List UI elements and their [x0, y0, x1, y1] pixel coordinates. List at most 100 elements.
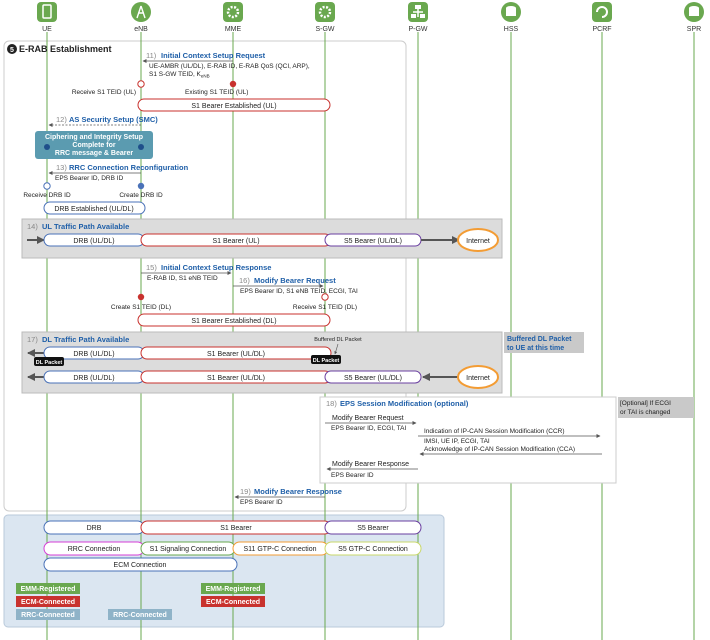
svg-text:Buffered DL Packet: Buffered DL Packet: [314, 337, 362, 343]
svg-text:RRC Connection: RRC Connection: [68, 546, 121, 553]
svg-text:RRC-Connected: RRC-Connected: [21, 612, 75, 619]
svg-text:S5 GTP-C Connection: S5 GTP-C Connection: [338, 546, 408, 553]
svg-text:DRB Established (UL/DL): DRB Established (UL/DL): [54, 206, 133, 213]
svg-text:19): 19): [240, 487, 251, 496]
svg-text:16): 16): [239, 276, 250, 285]
step-17: 17) DL Traffic Path Available Buffered D…: [21, 331, 584, 394]
svg-text:RRC Connection Reconfiguration: RRC Connection Reconfiguration: [69, 163, 189, 172]
svg-text:Create DRB ID: Create DRB ID: [119, 192, 163, 199]
svg-text:Modify Bearer Request: Modify Bearer Request: [254, 276, 336, 285]
svg-text:Initial Context Setup Response: Initial Context Setup Response: [161, 263, 271, 272]
svg-text:ECM-Connected: ECM-Connected: [21, 599, 75, 606]
svg-text:12): 12): [56, 115, 67, 124]
entity-label-pcrf: PCRF: [592, 26, 611, 33]
svg-text:18): 18): [326, 399, 337, 408]
svg-text:S1 Bearer: S1 Bearer: [220, 525, 252, 532]
entity-label-pgw: P-GW: [408, 26, 427, 33]
summary-bearers: DRB S1 Bearer S5 Bearer RRC Connection S…: [16, 520, 422, 620]
section-title: E-RAB Establishment: [19, 44, 112, 54]
step-11: 11) Initial Context Setup Request UE-AMB…: [72, 51, 331, 112]
phone-icon: [37, 2, 57, 22]
svg-text:11): 11): [146, 51, 157, 60]
entity-label-ue: UE: [42, 26, 52, 33]
svg-text:EPS Bearer ID: EPS Bearer ID: [240, 499, 283, 506]
svg-text:DL Packet: DL Packet: [36, 360, 63, 366]
svg-text:S1 Bearer (UL/DL): S1 Bearer (UL/DL): [207, 351, 265, 358]
recycle-icon: [592, 2, 612, 22]
step-19: 19) Modify Bearer Response EPS Bearer ID: [234, 487, 342, 506]
svg-text:DRB (UL/DL): DRB (UL/DL): [73, 351, 114, 358]
svg-text:S1 Bearer (UL/DL): S1 Bearer (UL/DL): [207, 375, 265, 382]
svg-text:Ciphering and Integrity Setup: Ciphering and Integrity Setup: [45, 134, 143, 141]
entity-label-sgw: S-GW: [315, 26, 334, 33]
svg-text:13): 13): [56, 163, 67, 172]
entity-label-mme: MME: [225, 26, 242, 33]
svg-text:Receive S1 TEID (UL): Receive S1 TEID (UL): [72, 89, 136, 96]
svg-text:EPS Bearer ID, ECGI, TAI: EPS Bearer ID, ECGI, TAI: [331, 425, 406, 432]
section-number: 5: [10, 47, 14, 54]
svg-text:UE-AMBR (UL/DL), E-RAB ID, E-R: UE-AMBR (UL/DL), E-RAB ID, E-RAB QoS (QC…: [149, 63, 310, 70]
svg-text:DL Packet: DL Packet: [313, 358, 340, 364]
svg-text:S5 Bearer (UL/DL): S5 Bearer (UL/DL): [344, 375, 402, 382]
svg-text:Acknowledge of IP-CAN Session: Acknowledge of IP-CAN Session Modificati…: [424, 446, 575, 453]
svg-text:14): 14): [27, 222, 38, 231]
section-number-badge: [7, 44, 17, 54]
svg-text:to UE at this time: to UE at this time: [507, 345, 564, 352]
svg-text:DRB: DRB: [87, 525, 102, 532]
entity-label-enb: eNB: [134, 26, 148, 33]
svg-text:S11 GTP-C Connection: S11 GTP-C Connection: [243, 546, 316, 553]
entity-headers: UE eNB MME S-GW P-GW HSS PCRF SPR: [37, 2, 704, 33]
svg-text:RRC message & Bearer: RRC message & Bearer: [55, 150, 133, 157]
entity-label-spr: SPR: [687, 26, 701, 33]
database-icon: [501, 2, 521, 22]
svg-text:Complete for: Complete for: [72, 142, 115, 149]
svg-text:DL Traffic Path Available: DL Traffic Path Available: [42, 335, 129, 344]
step-14: 14) UL Traffic Path Available DRB (UL/DL…: [21, 218, 503, 259]
svg-text:EMM-Registered: EMM-Registered: [21, 586, 76, 593]
svg-text:15): 15): [146, 263, 157, 272]
svg-text:Existing S1 TEID (UL): Existing S1 TEID (UL): [185, 89, 248, 96]
svg-text:DRB (UL/DL): DRB (UL/DL): [73, 375, 114, 382]
svg-text:UL Traffic Path Available: UL Traffic Path Available: [42, 222, 129, 231]
database-icon: [684, 2, 704, 22]
svg-text:EPS Bearer ID, DRB ID: EPS Bearer ID, DRB ID: [55, 175, 124, 182]
svg-text:EMM-Registered: EMM-Registered: [206, 586, 261, 593]
svg-text:S1 Signaling Connection: S1 Signaling Connection: [150, 546, 227, 553]
step-12: 12) AS Security Setup (SMC) Ciphering an…: [35, 115, 158, 159]
svg-text:17): 17): [27, 335, 38, 344]
svg-text:Indication of IP-CAN Session M: Indication of IP-CAN Session Modificatio…: [424, 428, 565, 435]
svg-text:[Optional] If ECGI: [Optional] If ECGI: [620, 400, 671, 407]
gear-icon: [315, 2, 335, 22]
svg-text:Internet: Internet: [466, 238, 490, 245]
svg-text:S5 Bearer: S5 Bearer: [357, 525, 389, 532]
step-13: 13) RRC Connection Reconfiguration EPS B…: [23, 163, 189, 215]
svg-text:EPS Bearer ID: EPS Bearer ID: [331, 472, 374, 479]
svg-text:Buffered DL Packet: Buffered DL Packet: [507, 336, 572, 343]
svg-text:E-RAB ID, S1 eNB TEID: E-RAB ID, S1 eNB TEID: [147, 275, 218, 282]
svg-text:DRB (UL/DL): DRB (UL/DL): [73, 238, 114, 245]
svg-text:or TAI is changed: or TAI is changed: [620, 409, 671, 416]
svg-text:IMSI, UE IP, ECGI, TAI: IMSI, UE IP, ECGI, TAI: [424, 438, 490, 445]
svg-text:S1 Bearer Established (UL): S1 Bearer Established (UL): [191, 103, 276, 110]
svg-text:ECM Connection: ECM Connection: [114, 562, 167, 569]
svg-text:Modify Bearer Response: Modify Bearer Response: [254, 487, 342, 496]
svg-text:RRC-Connected: RRC-Connected: [113, 612, 167, 619]
svg-text:ECM-Connected: ECM-Connected: [206, 599, 260, 606]
svg-text:S5 Bearer (UL/DL): S5 Bearer (UL/DL): [344, 238, 402, 245]
network-icon: [408, 2, 428, 22]
gear-icon: [223, 2, 243, 22]
svg-text:S1 Bearer (UL): S1 Bearer (UL): [212, 238, 259, 245]
svg-text:S1 S-GW TEID, KeNB: S1 S-GW TEID, KeNB: [149, 71, 210, 79]
svg-text:Initial Context Setup Request: Initial Context Setup Request: [161, 51, 266, 60]
svg-text:EPS Session Modification (opti: EPS Session Modification (optional): [340, 399, 469, 408]
svg-text:S1 Bearer Established (DL): S1 Bearer Established (DL): [191, 318, 276, 325]
svg-text:EPS Bearer ID, S1 eNB TEID, EC: EPS Bearer ID, S1 eNB TEID, ECGI, TAI: [240, 288, 358, 295]
svg-text:Modify Bearer Request: Modify Bearer Request: [332, 415, 404, 422]
svg-text:Create S1 TEID (DL): Create S1 TEID (DL): [111, 304, 171, 311]
step-18: 18) EPS Session Modification (optional) …: [319, 396, 694, 484]
svg-text:Internet: Internet: [466, 375, 490, 382]
svg-text:Modify Bearer Response: Modify Bearer Response: [332, 461, 409, 468]
step-15-16: 15) Initial Context Setup Response E-RAB…: [111, 263, 358, 327]
antenna-icon: [131, 2, 151, 22]
